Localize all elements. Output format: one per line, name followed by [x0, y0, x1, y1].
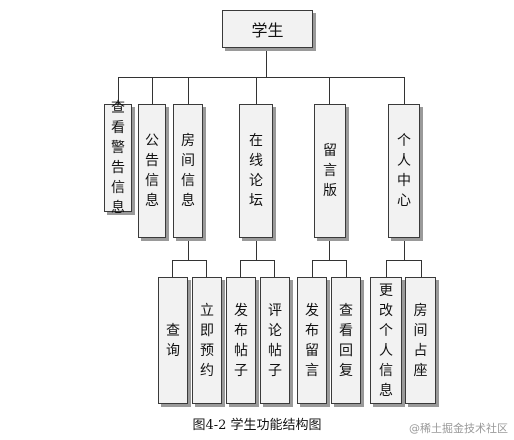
- node-publish-message: 发布留言: [297, 277, 327, 404]
- connector-personal: [404, 77, 405, 104]
- connector-root-stem: [266, 48, 267, 77]
- node-publish-message-label: 发布留言: [305, 302, 319, 379]
- node-view-warnings: 查看警告信息: [104, 100, 132, 216]
- connector-room-left: [172, 260, 173, 277]
- connector-message-stem: [329, 238, 330, 260]
- node-view-warnings-label: 查看警告信息: [111, 100, 125, 216]
- node-publish-post-label: 发布帖子: [234, 302, 248, 379]
- connector-personal-left: [386, 260, 387, 277]
- watermark: @稀土掘金技术社区: [409, 422, 508, 435]
- node-query-label: 查询: [166, 322, 180, 359]
- connector-warn: [118, 77, 119, 104]
- connector-personal-stem: [404, 238, 405, 260]
- root-node: 学生: [222, 10, 313, 48]
- node-room-info: 房间信息: [173, 104, 203, 238]
- node-query: 查询: [158, 277, 188, 404]
- connector-forum: [256, 77, 257, 104]
- connector-room-stem: [188, 238, 189, 260]
- connector-room-right: [206, 260, 207, 277]
- connector-forum-right: [274, 260, 275, 277]
- connector-room: [188, 77, 189, 104]
- connector-room-bus: [172, 260, 206, 261]
- node-edit-profile-label: 更改个人信息: [379, 282, 393, 399]
- connector-message-left: [312, 260, 313, 277]
- connector-notice: [152, 77, 153, 104]
- node-edit-profile: 更改个人信息: [370, 277, 402, 404]
- node-announcements: 公告信息: [138, 104, 166, 238]
- root-node-label: 学生: [251, 21, 284, 40]
- node-message-board: 留言版: [314, 104, 346, 238]
- node-personal-center-label: 个人中心: [397, 133, 411, 209]
- connector-personal-bus: [386, 260, 422, 261]
- node-publish-post: 发布帖子: [226, 277, 256, 404]
- connector-message-right: [346, 260, 347, 277]
- connector-message: [329, 77, 330, 104]
- node-online-forum: 在线论坛: [239, 104, 273, 238]
- connector-forum-bus: [240, 260, 274, 261]
- connector-forum-left: [240, 260, 241, 277]
- node-message-board-label: 留言版: [323, 143, 337, 199]
- node-reserve-seat-label: 房间占座: [413, 302, 428, 379]
- node-book-now-label: 立即预约: [200, 302, 214, 379]
- node-book-now: 立即预约: [192, 277, 222, 404]
- connector-level1-bus: [118, 77, 404, 78]
- node-comment-post: 评论帖子: [260, 277, 290, 404]
- connector-forum-stem: [256, 238, 257, 260]
- node-personal-center: 个人中心: [388, 104, 420, 238]
- node-view-reply: 查看回复: [331, 277, 361, 404]
- connector-personal-right: [421, 260, 422, 277]
- node-room-info-label: 房间信息: [181, 133, 195, 209]
- node-comment-post-label: 评论帖子: [268, 302, 282, 379]
- node-reserve-seat: 房间占座: [405, 277, 436, 404]
- node-online-forum-label: 在线论坛: [249, 133, 263, 209]
- connector-message-bus: [312, 260, 346, 261]
- node-announcements-label: 公告信息: [145, 133, 159, 209]
- node-view-reply-label: 查看回复: [339, 302, 353, 379]
- figure-caption: 图4-2 学生功能结构图: [192, 418, 322, 433]
